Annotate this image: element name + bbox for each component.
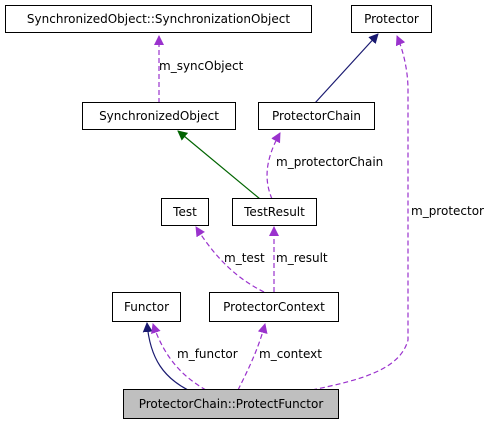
edge-protectorchain-inherits-protector [314, 33, 379, 104]
node-label: Functor [123, 300, 170, 314]
node-protector-chain[interactable]: ProtectorChain [258, 102, 375, 130]
node-label: SynchronizedObject [99, 109, 219, 123]
edge-label-m-context: m_context [259, 347, 322, 361]
node-test[interactable]: Test [161, 198, 209, 226]
edge-label-m-protectorchain: m_protectorChain [276, 155, 384, 169]
node-functor[interactable]: Functor [112, 292, 181, 322]
edge-m-context [237, 323, 268, 391]
edge-testresult-inherits-synchronizedobject [177, 130, 261, 200]
node-label: Test [173, 205, 197, 219]
node-synchronization-object[interactable]: SynchronizedObject::SynchronizationObjec… [5, 5, 312, 33]
node-label: ProtectorChain [272, 109, 361, 123]
node-label: ProtectorChain::ProtectFunctor [138, 397, 324, 411]
node-label: TestResult [244, 205, 305, 219]
edge-protectfunctor-inherits-functor [142, 322, 189, 391]
edge-m-protector [311, 35, 409, 391]
edge-label-m-protector: m_protector [411, 204, 484, 218]
node-protector[interactable]: Protector [351, 5, 432, 33]
edge-m-protectorchain [266, 132, 281, 200]
node-synchronized-object[interactable]: SynchronizedObject [82, 102, 236, 130]
edge-label-m-functor: m_functor [177, 347, 238, 361]
node-protect-functor-focus: ProtectorChain::ProtectFunctor [123, 389, 339, 419]
node-label: ProtectorContext [223, 300, 325, 314]
edge-label-m-syncobject: m_syncObject [159, 59, 244, 73]
edge-label-m-test: m_test [224, 251, 265, 265]
node-label: Protector [364, 12, 419, 26]
node-test-result[interactable]: TestResult [232, 198, 317, 226]
node-label: SynchronizedObject::SynchronizationObjec… [26, 12, 291, 26]
edge-label-m-result: m_result [276, 251, 328, 265]
edge-m-functor [151, 323, 207, 391]
node-protector-context[interactable]: ProtectorContext [209, 292, 339, 322]
edge-m-test [195, 226, 265, 293]
